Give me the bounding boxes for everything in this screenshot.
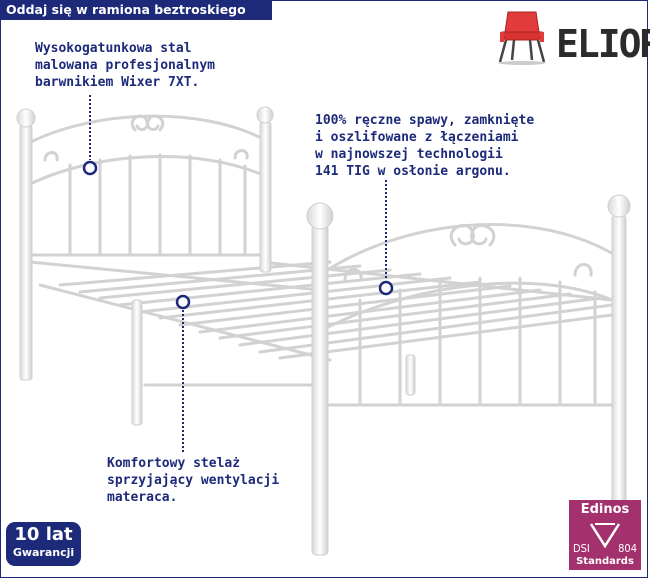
callout-line: malowana profesjonalnym <box>35 58 216 73</box>
callout-slats: Komfortowy stelaż sprzyjający wentylacji… <box>107 455 307 506</box>
warranty-label: Gwarancji <box>12 546 75 559</box>
certificate-left: DSI <box>573 542 590 555</box>
callout-line: 100% ręczne spawy, zamknięte <box>315 113 535 128</box>
red-chair-icon <box>498 11 546 65</box>
callout-welds: 100% ręczne spawy, zamknięte i oszlifowa… <box>315 112 615 180</box>
callout-line: i oszlifowane z łączeniami <box>315 130 519 145</box>
callout-line: Komfortowy stelaż <box>107 456 241 471</box>
warranty-years: 10 lat <box>14 524 73 545</box>
callout-line: w najnowszej technologii <box>315 147 503 162</box>
callout-line: 141 TIG w osłonie argonu. <box>315 164 511 179</box>
certificate-right: 804 <box>618 542 637 555</box>
callout-line: Wysokogatunkowa stal <box>35 41 192 56</box>
callout-line: materaca. <box>107 490 178 505</box>
callout-steel: Wysokogatunkowa stal malowana profesjona… <box>35 40 265 91</box>
brand-name: ELIOR <box>556 22 650 66</box>
certificate-emblem-icon <box>589 523 621 549</box>
callout-line: sprzyjający wentylacji <box>107 473 280 488</box>
warranty-badge: 10 lat Gwarancji <box>6 522 81 566</box>
page-title: Oddaj się w ramiona beztroskiego snu <box>0 0 272 37</box>
brand-logo <box>494 8 550 66</box>
certificate-badge: Edinos DSI 804 Standards <box>569 500 641 570</box>
certificate-bottom: Standards <box>576 556 634 567</box>
certificate-brand: Edinos <box>580 502 630 517</box>
callout-line: barwnikiem Wixer 7XT. <box>35 75 200 90</box>
